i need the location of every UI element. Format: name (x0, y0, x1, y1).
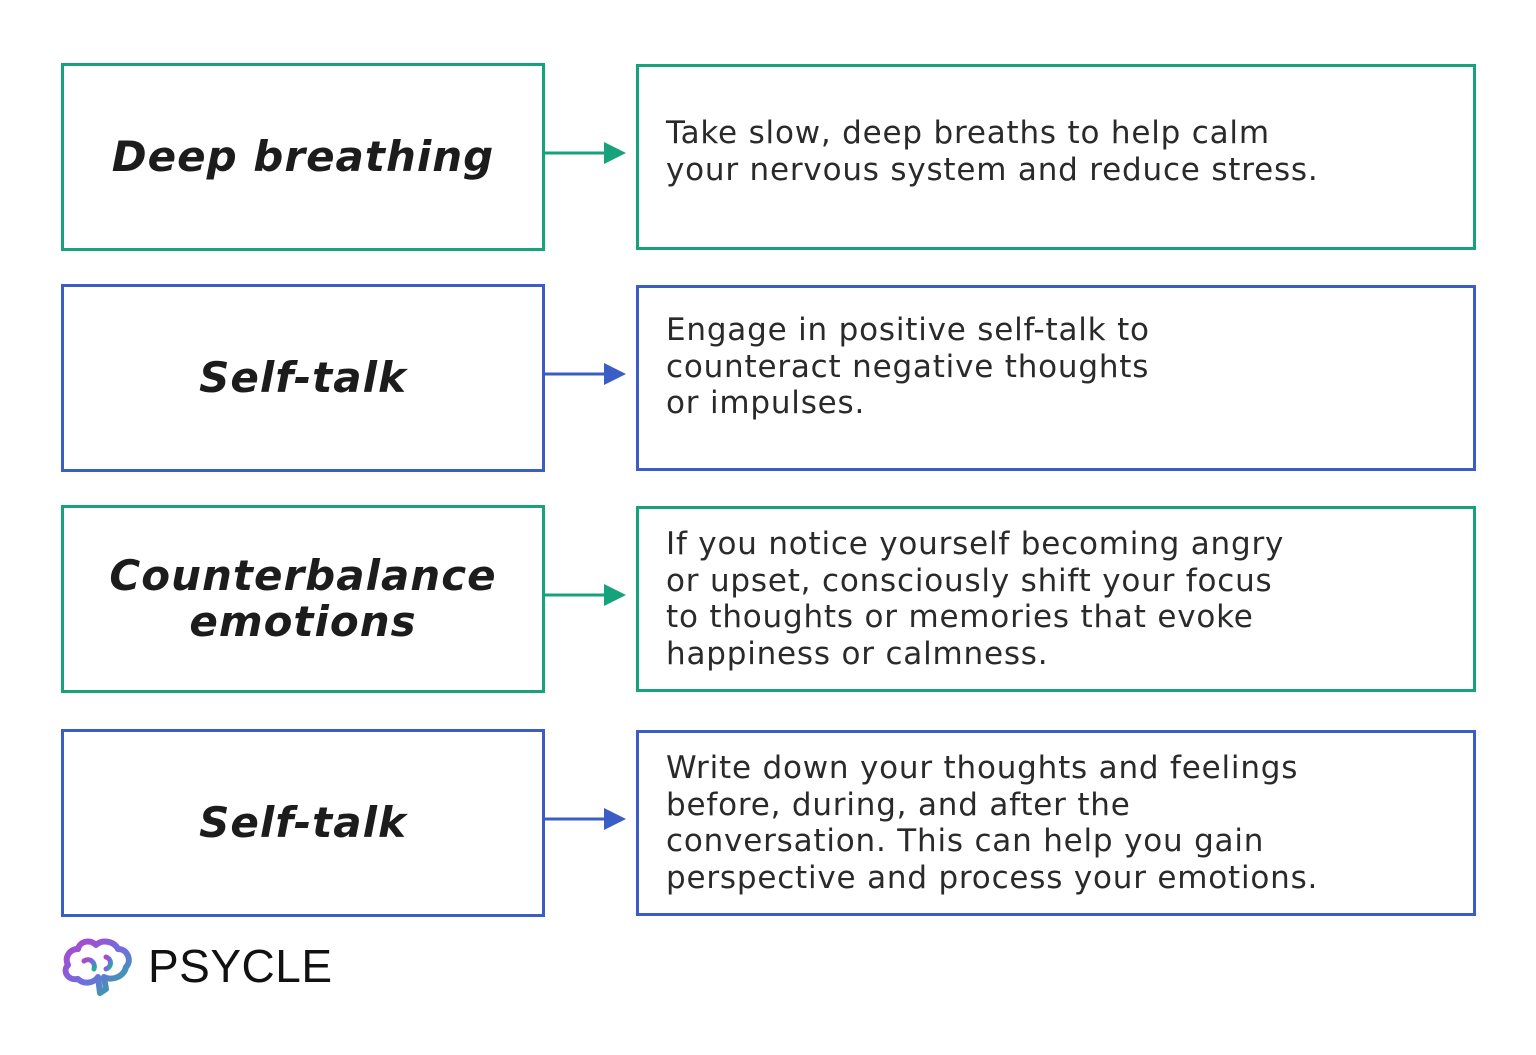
strategy-description-box: Write down your thoughts and feelings be… (636, 730, 1476, 916)
strategy-label-box: Self-talk (61, 284, 545, 472)
logo-wordmark: PSYCLE (148, 940, 333, 992)
strategy-label-box: Self-talk (61, 729, 545, 917)
psycle-logo: PSYCLE (60, 935, 333, 997)
strategy-row-counterbalance-emotions: Counterbalance emotions If you notice yo… (0, 505, 1536, 693)
arrow-right-icon (542, 584, 626, 606)
strategy-description: Take slow, deep breaths to help calm you… (666, 115, 1319, 188)
arrow-right-icon (542, 142, 626, 164)
arrow-right-icon (542, 363, 626, 385)
strategy-description-box: If you notice yourself becoming angry or… (636, 506, 1476, 692)
strategy-label-box: Deep breathing (61, 63, 545, 251)
strategy-row-self-talk-journaling: Self-talk Write down your thoughts and f… (0, 729, 1536, 917)
strategy-label: Deep breathing (111, 132, 495, 181)
strategy-label: Self-talk (199, 798, 407, 847)
arrow-right-icon (542, 808, 626, 830)
strategy-row-deep-breathing: Deep breathing Take slow, deep breaths t… (0, 63, 1536, 251)
strategy-label: Counterbalance emotions (109, 551, 497, 646)
strategy-description: If you notice yourself becoming angry or… (666, 526, 1285, 672)
strategy-description: Write down your thoughts and feelings be… (666, 750, 1319, 896)
brain-icon (62, 938, 132, 996)
strategy-label: Self-talk (199, 353, 407, 402)
strategy-row-self-talk: Self-talk Engage in positive self-talk t… (0, 284, 1536, 472)
strategy-description-box: Engage in positive self-talk to countera… (636, 285, 1476, 471)
strategy-label-box: Counterbalance emotions (61, 505, 545, 693)
strategy-description-box: Take slow, deep breaths to help calm you… (636, 64, 1476, 250)
strategy-description: Engage in positive self-talk to countera… (666, 312, 1150, 421)
